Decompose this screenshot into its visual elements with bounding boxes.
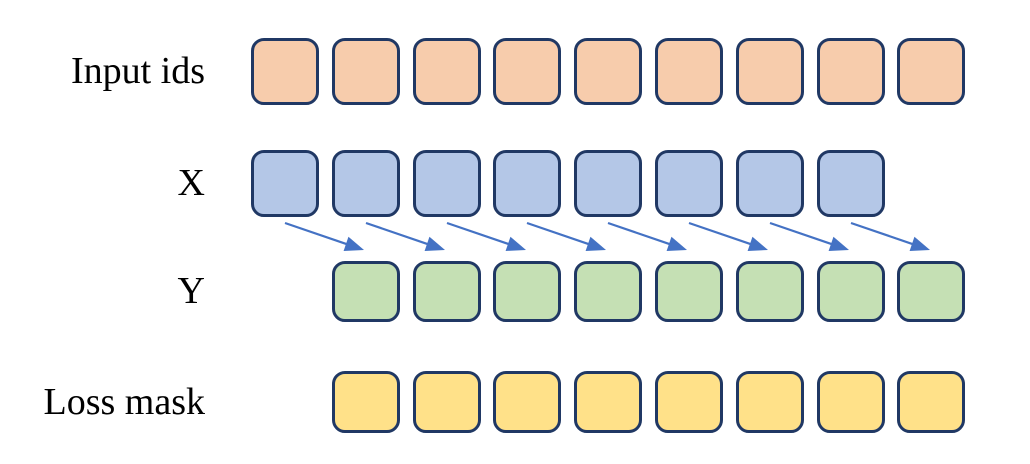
shift-arrow-6 <box>688 221 768 251</box>
shift-arrow-3 <box>446 221 526 251</box>
cell-loss-mask-1 <box>331 371 400 433</box>
cell-input-ids-7 <box>735 38 804 105</box>
cell-loss-mask-4 <box>574 371 643 433</box>
row-label-loss-mask: Loss mask <box>43 381 206 423</box>
shift-arrow-8 <box>850 221 930 251</box>
cell-input-ids-8 <box>816 38 885 105</box>
cell-x-2 <box>331 150 400 217</box>
cell-input-ids-4 <box>493 38 562 105</box>
cell-x-8 <box>816 150 885 217</box>
cell-y-7 <box>816 261 885 322</box>
cell-input-ids-9 <box>897 38 966 105</box>
cell-y-6 <box>735 261 804 322</box>
shift-arrow-7 <box>769 221 849 251</box>
cell-y-4 <box>574 261 643 322</box>
cell-loss-mask-2 <box>412 371 481 433</box>
cell-x-4 <box>493 150 562 217</box>
cell-loss-mask-3 <box>493 371 562 433</box>
cell-y-1 <box>331 261 400 322</box>
cell-loss-mask-8 <box>897 371 966 433</box>
cell-y-8 <box>897 261 966 322</box>
cell-loss-mask-5 <box>655 371 723 433</box>
cell-x-3 <box>412 150 481 217</box>
cell-x-5 <box>574 150 643 217</box>
shift-arrow-2 <box>365 221 445 251</box>
cell-y-2 <box>412 261 481 322</box>
row-label-input-ids: Input ids <box>70 50 205 92</box>
cell-input-ids-2 <box>331 38 400 105</box>
cell-y-3 <box>493 261 562 322</box>
cell-loss-mask-7 <box>816 371 885 433</box>
row-label-x: X <box>177 162 205 204</box>
cell-x-7 <box>735 150 804 217</box>
cell-input-ids-3 <box>412 38 481 105</box>
cell-input-ids-6 <box>655 38 723 105</box>
cell-x-6 <box>655 150 723 217</box>
shift-arrow-1 <box>284 221 364 251</box>
cell-loss-mask-6 <box>735 371 804 433</box>
cell-input-ids-5 <box>574 38 643 105</box>
shift-arrow-5 <box>607 221 687 251</box>
cell-x-1 <box>251 150 319 217</box>
row-label-y: Y <box>177 270 205 312</box>
cell-input-ids-1 <box>251 38 319 105</box>
shift-arrow-4 <box>526 221 606 251</box>
cell-y-5 <box>655 261 723 322</box>
